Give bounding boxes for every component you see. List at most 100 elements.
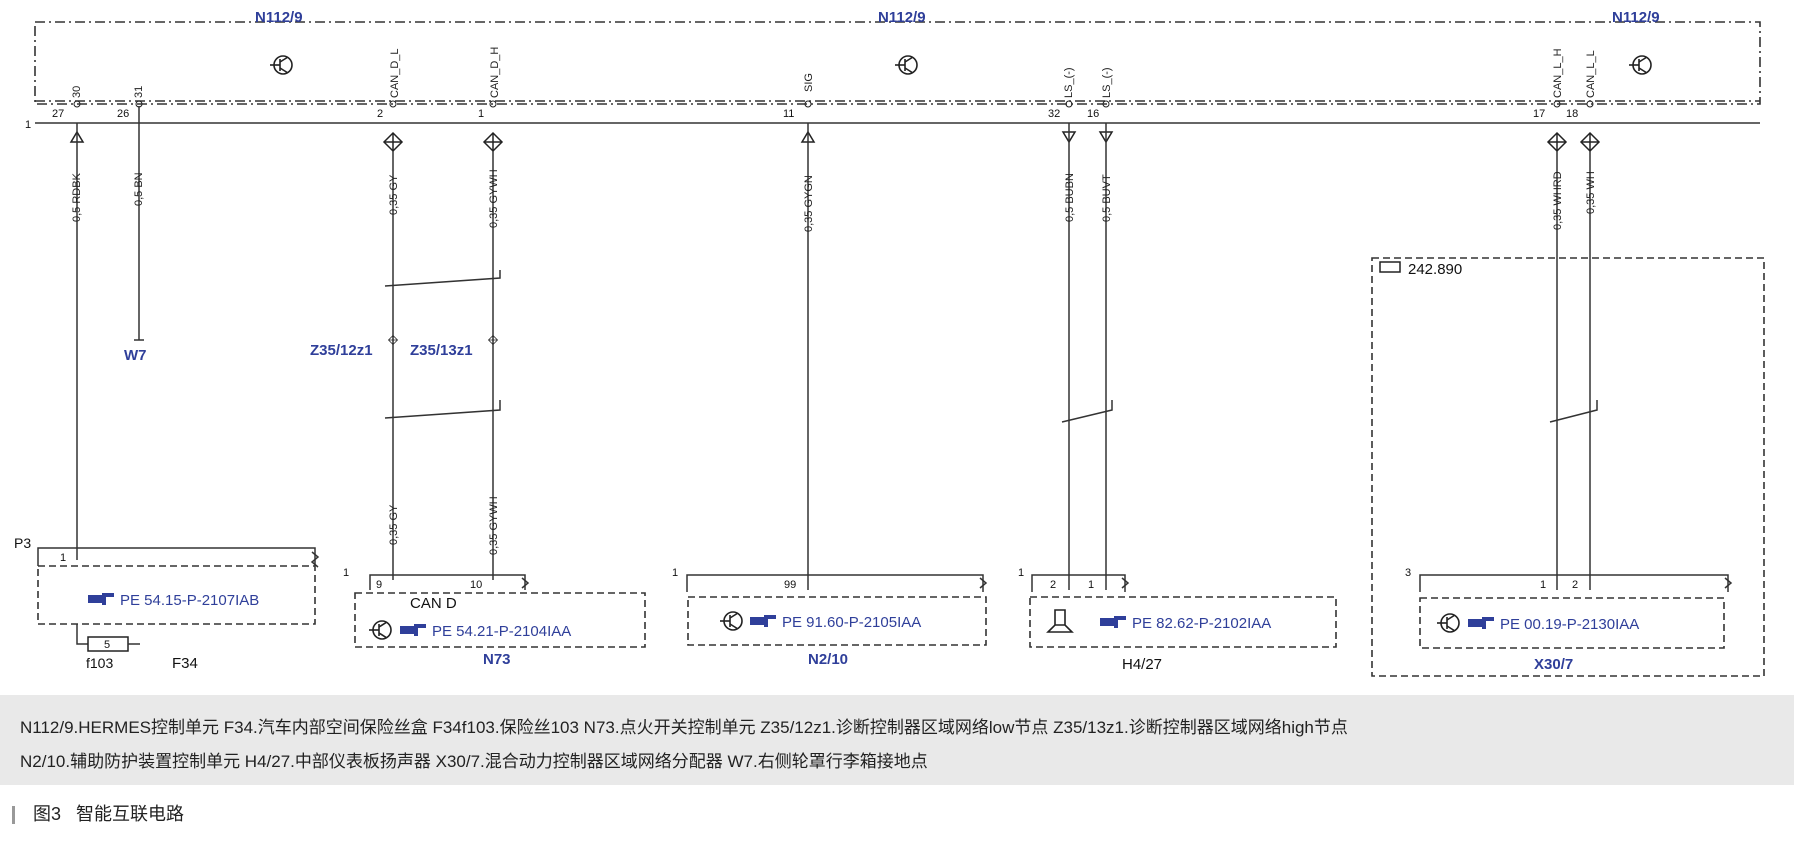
wire-label-lower: 0,35 GY	[388, 504, 400, 545]
pin-number: 26	[117, 108, 129, 120]
pin-signal: CAN_L_L	[1585, 50, 1597, 98]
pin-number: 9	[376, 579, 382, 591]
pin-number: 2	[377, 108, 383, 120]
twisted-pair-marker	[384, 400, 501, 419]
wire-label: 0,35 WH	[1585, 171, 1597, 214]
pointer-icon	[750, 615, 776, 627]
pin-number: 2	[1050, 579, 1056, 591]
pin-signal: 31	[133, 86, 145, 98]
pe-reference: PE 91.60-P-2105IAA	[782, 614, 921, 631]
figure-marker	[12, 806, 15, 825]
twisted-pair-marker	[1061, 400, 1113, 423]
speaker-icon	[1046, 609, 1074, 633]
pin-32-speaker: 32 LS_(-) 0,5 BUBN	[1048, 67, 1077, 590]
pin-18-can-l-low: 18 CAN_L_L 0,35 WH	[1566, 50, 1600, 590]
pe-reference: PE 00.19-P-2130IAA	[1500, 616, 1639, 633]
pin-number: 11	[783, 108, 794, 120]
option-box-242-890: 242.890	[1371, 257, 1765, 677]
splice-node	[488, 335, 498, 345]
legend-line-2: N2/10.辅助防护装置控制单元 H4/27.中部仪表板扬声器 X30/7.混合…	[20, 752, 928, 771]
sub-label-can-d: CAN D	[410, 595, 457, 612]
pin-number: 18	[1566, 108, 1578, 120]
pin-26: 26 31 0,5 BN	[117, 86, 145, 341]
fuse-name: f103	[86, 655, 113, 671]
pin-1-can-d-high: 1 CAN_D_H 0,35 GYWH	[478, 47, 503, 580]
pin-number: 27	[52, 108, 64, 120]
module-frame-n112-9	[34, 21, 1761, 124]
pointer-icon	[88, 593, 114, 605]
pin-17-can-l-high: 17 CAN_L_H 0,35 WHRD	[1533, 48, 1567, 590]
legend-caption: N112/9.HERMES控制单元 F34.汽车内部空间保险丝盒 F34f103…	[0, 695, 1794, 785]
pe-reference: PE 54.21-P-2104IAA	[432, 623, 571, 640]
pin-number: 1	[1540, 579, 1546, 591]
twisted-pair-marker	[1549, 400, 1598, 423]
block-n73: 1 9 10 CAN D PE 54.21-P-2104IAA N73	[343, 567, 646, 668]
block-name: N73	[483, 651, 511, 668]
block-name: H4/27	[1122, 656, 1162, 673]
pin-signal: CAN_D_H	[489, 47, 501, 98]
wire-label: 0,5 BN	[133, 172, 145, 206]
wire-label: 0,5 RDBK	[71, 172, 83, 222]
pin-signal: LS_(-)	[1063, 67, 1075, 98]
pin-number: 10	[470, 579, 482, 591]
pin-number: 32	[1048, 108, 1060, 120]
connector-number: 1	[25, 119, 31, 131]
pin-signal: SIG	[803, 73, 815, 92]
wire-label: 0,35 WHRD	[1552, 171, 1564, 230]
wire-label-lower: 0,35 GYWH	[488, 496, 500, 555]
pointer-icon	[400, 624, 426, 636]
pe-reference: PE 54.15-P-2107IAB	[120, 592, 259, 609]
pin-number: 2	[1572, 579, 1578, 591]
fuse-rating: 5	[104, 639, 110, 651]
control-unit-icon	[269, 55, 293, 75]
module-label-right: N112/9	[1612, 9, 1660, 26]
vehicle-icon	[1379, 261, 1401, 273]
figure-caption: 图3 智能互联电路	[12, 800, 184, 826]
connector-number: 1	[672, 567, 678, 579]
ground-w7: W7	[124, 347, 147, 364]
connector-number: 1	[343, 567, 349, 579]
figure-title: 智能互联电路	[76, 804, 185, 824]
pin-number: 99	[784, 579, 796, 591]
wire-label: 0,35 GYGN	[803, 175, 815, 232]
control-unit-icon	[1628, 55, 1652, 75]
pin-number: 1	[478, 108, 484, 120]
splice-z35-13z1: Z35/13z1	[410, 342, 473, 359]
wire-label: 0,5 BUVT	[1101, 174, 1113, 222]
wire-label: 0,5 BUBN	[1064, 173, 1076, 222]
pin-signal: CAN_D_L	[389, 48, 401, 98]
control-unit-icon	[894, 55, 918, 75]
pointer-icon	[1100, 616, 1126, 628]
pointer-icon	[1468, 617, 1494, 629]
block-f34: P3 1 PE 54.15-P-2107IAB 5 f103 F34	[14, 535, 320, 672]
pin-27: 27 30 0,5 RDBK	[52, 86, 85, 560]
connector-number: 3	[1405, 567, 1411, 579]
block-name: X30/7	[1534, 656, 1573, 673]
wiring-diagram: N112/9 N112/9 N112/9 1 27 30 0,5 RDBK 26…	[14, 9, 1765, 677]
twisted-pair-marker	[384, 270, 501, 287]
module-label-left: N112/9	[255, 9, 303, 26]
control-unit-icon	[1436, 613, 1460, 633]
splice-node	[388, 335, 398, 345]
control-unit-icon	[368, 620, 392, 640]
block-name: N2/10	[808, 651, 848, 668]
pin-number: 17	[1533, 108, 1545, 120]
pin-number: 16	[1087, 108, 1099, 120]
figure-number: 图3	[33, 804, 62, 824]
wire-label: 0,35 GYWH	[488, 169, 500, 228]
pin-number: 1	[1088, 579, 1094, 591]
pin-16-speaker: 16 LS_(-) 0,5 BUVT	[1087, 67, 1114, 590]
splice-z35-12z1: Z35/12z1	[310, 342, 373, 359]
block-x30-7: 3 1 2 PE 00.19-P-2130IAA X30/7	[1405, 567, 1733, 673]
block-h4-27: 1 2 1 PE 82.62-P-2102IAA H4/27	[1018, 567, 1337, 673]
control-unit-icon	[719, 611, 743, 631]
connector-number: 1	[1018, 567, 1024, 579]
pin-signal: LS_(-)	[1101, 67, 1113, 98]
wire-label: 0,35 GY	[388, 174, 400, 215]
option-code: 242.890	[1408, 261, 1462, 278]
block-name: F34	[172, 655, 198, 672]
module-label-center: N112/9	[878, 9, 926, 26]
pin-2-can-d-low: 2 CAN_D_L 0,35 GY	[377, 48, 403, 580]
block-n2-10: 1 99 PE 91.60-P-2105IAA N2/10	[672, 567, 988, 668]
pe-reference: PE 82.62-P-2102IAA	[1132, 615, 1271, 632]
